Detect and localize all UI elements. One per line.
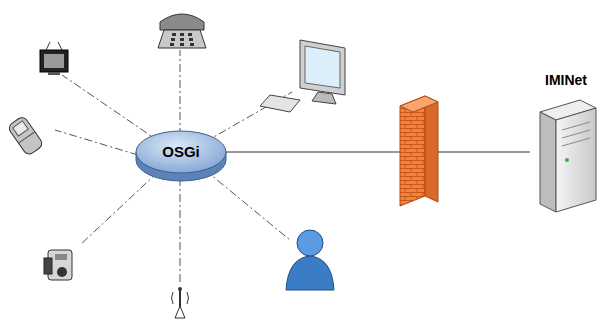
platform-node: OSGi: [135, 130, 227, 182]
user-icon: [286, 230, 334, 290]
phone-icon: [158, 14, 206, 48]
tv-icon: [40, 42, 68, 75]
network-link: [226, 152, 530, 153]
node-label: OSGi: [135, 130, 227, 174]
firewall-icon: [400, 96, 438, 206]
dash-links: [55, 50, 292, 285]
camcorder-icon: [44, 250, 72, 280]
antenna-icon: [172, 287, 189, 318]
server-icon: [540, 100, 596, 212]
mobile-icon: [7, 115, 44, 156]
computer-icon: [260, 40, 345, 112]
server-label: IMINet: [530, 72, 602, 88]
server-node: IMINet: [530, 72, 602, 212]
